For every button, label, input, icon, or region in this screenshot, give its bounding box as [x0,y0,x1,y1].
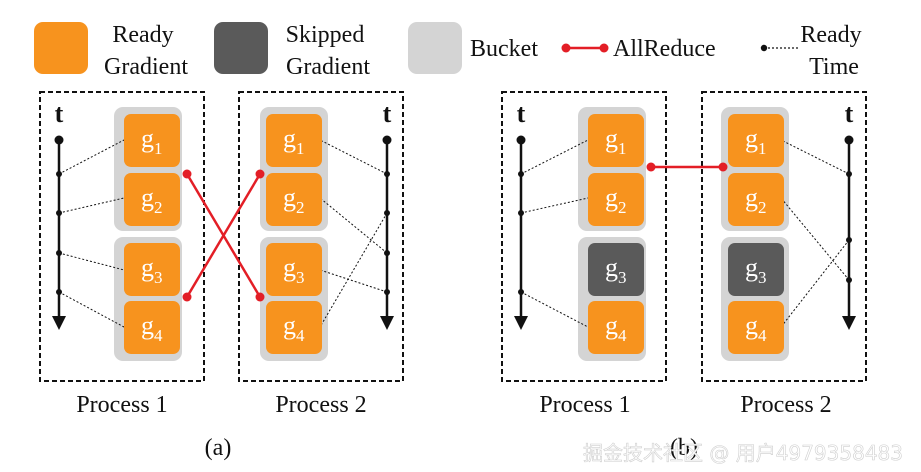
ready-time-links-p2 [319,139,388,328]
gradient-label: g1 [283,124,305,158]
time-axis-label: t [517,99,526,128]
legend-ready-swatch [34,22,88,74]
gradient-label: g2 [745,183,767,217]
gradient-label: g2 [141,183,163,217]
ready-gradient-block [124,173,180,226]
gradient-label: g2 [605,183,627,217]
ready-gradient-block [124,243,180,296]
time-axis-p1: t [52,99,66,330]
ready-gradient-block [266,243,322,296]
allreduce-endpoint [255,169,265,179]
legend-allreduce-label: AllReduce [613,36,716,62]
gradient-label: g3 [283,253,305,287]
legend-ready-label: Ready Gradient [104,22,188,80]
gradient-label: g4 [605,311,627,345]
gradient-label: g1 [141,124,163,158]
legend-bucket-swatch [408,22,462,74]
allreduce-links [646,162,728,172]
process-2-box [701,91,867,382]
gradients-a-p2: g1 g2 g3 g4 [266,114,322,354]
process-2-box [238,91,404,382]
legend-skipped-swatch [214,22,268,74]
gradients-a-p1: g1 g2 g3 g4 [124,114,180,354]
gradient-label: g3 [605,253,627,287]
ready-gradient-block [728,114,784,167]
panel-a: t t g1 g2 g3 g4 g1 g2 g3 g4 [39,91,404,461]
gradient-label: g1 [605,124,627,158]
time-axis-label: t [55,99,64,128]
ready-gradient-block [266,173,322,226]
ready-time-links-p1 [520,139,589,328]
process-1-box [39,91,205,382]
time-axis-p1: t [514,99,528,330]
ready-gradient-block [728,173,784,226]
legend: Ready Gradient Skipped Gradient Bucket A… [34,22,867,80]
gradients-b-p2: g1 g2 g3 g4 [728,114,784,354]
ready-gradient-block [588,173,644,226]
process-label: Process 1 [76,392,167,418]
panel-b: t t g1 g2 g3 g4 g1 g2 g3 g4 Process 1 Process … [501,91,867,461]
legend-allreduce-icon [561,43,609,53]
gradient-label: g4 [745,311,767,345]
panel-caption: (b) [670,435,698,461]
legend-ready-time-label: Ready Time [800,22,867,80]
process-label: Process 1 [539,392,630,418]
process-1-box [501,91,667,382]
gradient-label: g1 [745,124,767,158]
watermark: 掘金技术社区 @ 用户4979358483 [583,441,903,465]
ready-time-links-p2 [780,139,850,328]
ready-gradient-block [588,301,644,354]
time-axis-p2: t [842,99,856,330]
gradient-label: g2 [283,183,305,217]
allreduce-links [185,173,262,298]
time-axis-label: t [383,99,392,128]
gradient-label: g3 [745,253,767,287]
skipped-gradient-block [588,243,644,296]
legend-skipped-label: Skipped Gradient [286,22,371,80]
allreduce-endpoint [182,169,192,179]
ready-gradient-block [124,114,180,167]
process-label: Process 2 [275,392,366,418]
time-axis-p2: t [380,99,394,330]
allreduce-endpoint [255,292,265,302]
ready-gradient-block [728,301,784,354]
legend-ready-time-icon [760,44,800,52]
legend-bucket-label: Bucket [470,36,538,62]
gradient-label: g4 [141,311,163,345]
ready-gradient-block [588,114,644,167]
allreduce-endpoint [182,292,192,302]
process-label: Process 2 [740,392,831,418]
time-axis-label: t [845,99,854,128]
allreduce-endpoint [646,162,656,172]
panel-caption: (a) [205,435,232,461]
ready-time-links-p1 [58,139,125,328]
gradient-label: g3 [141,253,163,287]
ready-gradient-block [266,301,322,354]
ready-gradient-block [266,114,322,167]
skipped-gradient-block [728,243,784,296]
ready-gradient-block [124,301,180,354]
allreduce-endpoint [718,162,728,172]
gradient-label: g4 [283,311,305,345]
gradients-b-p1: g1 g2 g3 g4 [588,114,644,354]
